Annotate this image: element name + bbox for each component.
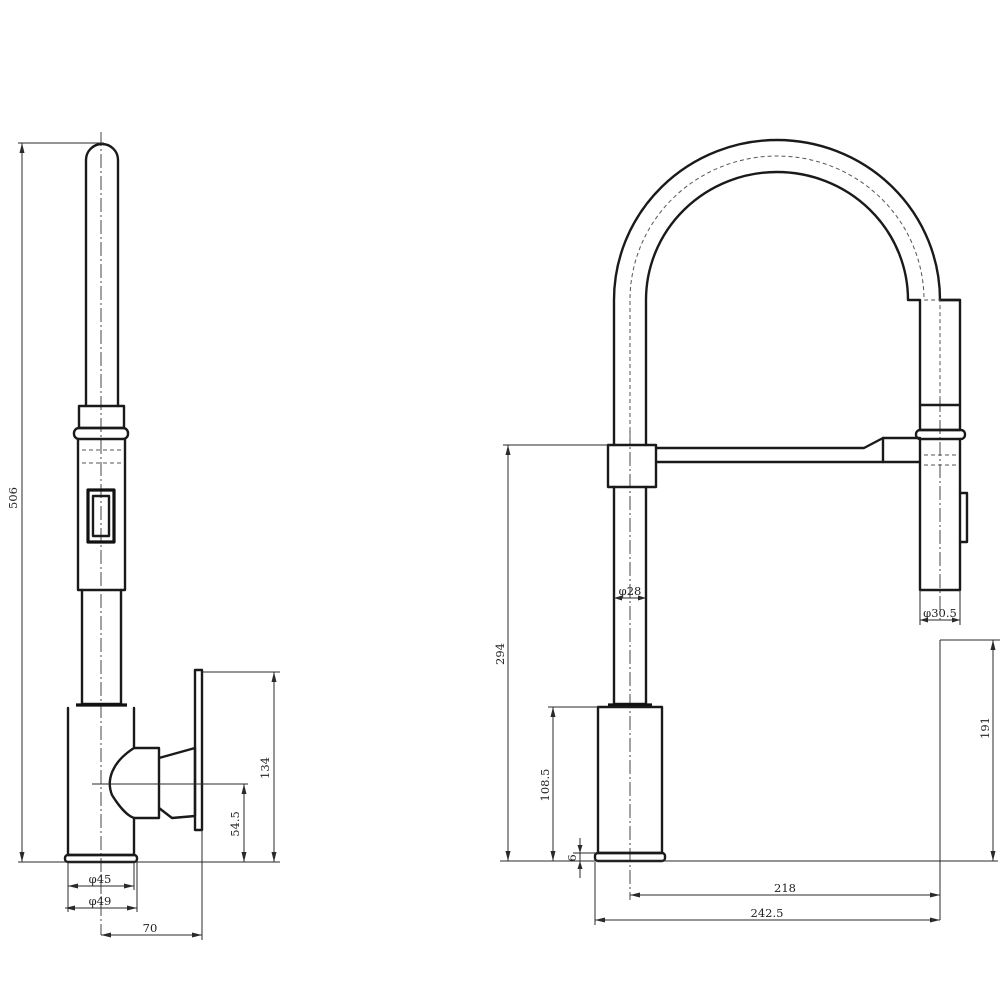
dim-phi49-arrow-right xyxy=(127,905,137,911)
dim-191-arrow-bottom xyxy=(990,851,996,861)
dim-218-arrow-right xyxy=(930,892,940,898)
dim-242-5-arrow-left xyxy=(595,917,605,923)
front-view: 294 108.5 6 φ28 φ30.5 191 xyxy=(493,138,1000,925)
dim-294-label: 294 xyxy=(493,643,507,665)
dim-phi30-5-arrow-right xyxy=(952,617,960,623)
dim-108-5-arrow-top xyxy=(550,707,556,717)
side-view: 506 134 54.5 φ45 φ49 70 xyxy=(6,132,280,940)
dim-54-5-label: 54.5 xyxy=(228,811,242,837)
dim-506-arrow-top xyxy=(19,143,25,153)
dim-70-arrow-right xyxy=(192,932,202,938)
dim-294-arrow-top xyxy=(505,445,511,455)
dim-6-label: 6 xyxy=(565,854,579,861)
side-handle-cam xyxy=(108,746,136,820)
dim-54-5-arrow-top xyxy=(241,784,247,794)
front-spray-head xyxy=(918,437,962,592)
front-spray-button xyxy=(958,491,969,544)
support-arm xyxy=(654,436,922,464)
dim-218-arrow-left xyxy=(630,892,640,898)
dim-134-arrow-top xyxy=(271,672,277,682)
dim-242-5-arrow-right xyxy=(930,917,940,923)
dim-phi49-label: φ49 xyxy=(89,894,112,908)
side-spray-button-inner xyxy=(91,494,111,538)
dim-phi28-arrow-left xyxy=(614,595,622,601)
dim-phi30-5-label: φ30.5 xyxy=(923,606,957,620)
arch-outer xyxy=(612,138,962,447)
dim-phi30-5-arrow-left xyxy=(920,617,928,623)
dim-218-label: 218 xyxy=(774,881,796,895)
dim-134-arrow-bottom xyxy=(271,852,277,862)
dim-108-5-arrow-bottom xyxy=(550,851,556,861)
side-collar-ring xyxy=(72,426,130,441)
dim-506-label: 506 xyxy=(6,487,20,509)
arch-inner xyxy=(644,170,922,447)
dim-6-arrow-bottom xyxy=(577,861,583,869)
dim-108-5-label: 108.5 xyxy=(538,769,552,802)
dim-phi45-arrow-right xyxy=(124,883,134,889)
dim-506-arrow-bottom xyxy=(19,852,25,862)
front-spray-groove xyxy=(924,454,956,466)
dim-phi49-arrow-left xyxy=(65,905,75,911)
dim-phi45-label: φ45 xyxy=(89,872,112,886)
dim-phi45-arrow-left xyxy=(68,883,78,889)
dim-294-arrow-bottom xyxy=(505,851,511,861)
dim-134-label: 134 xyxy=(258,757,272,779)
dim-242-5-label: 242.5 xyxy=(751,906,784,920)
dim-191-arrow-top xyxy=(990,640,996,650)
side-spray-button xyxy=(86,488,116,544)
side-wall-plate xyxy=(193,668,204,832)
dim-6-arrow-top xyxy=(577,845,583,853)
dim-70-arrow-left xyxy=(101,932,111,938)
side-handle-block xyxy=(157,746,197,820)
dim-phi28-label: φ28 xyxy=(619,584,642,598)
side-spout-tube xyxy=(84,142,120,408)
dim-70-label: 70 xyxy=(143,921,158,935)
side-handle-lever xyxy=(132,746,161,820)
front-head-ring xyxy=(914,428,967,441)
dim-phi28-arrow-right xyxy=(638,595,646,601)
side-spray-head xyxy=(76,437,127,592)
dim-191-label: 191 xyxy=(978,717,992,739)
dim-54-5-arrow-bottom xyxy=(241,852,247,862)
arch-centerline xyxy=(629,155,941,445)
column-joint-block xyxy=(606,443,658,489)
